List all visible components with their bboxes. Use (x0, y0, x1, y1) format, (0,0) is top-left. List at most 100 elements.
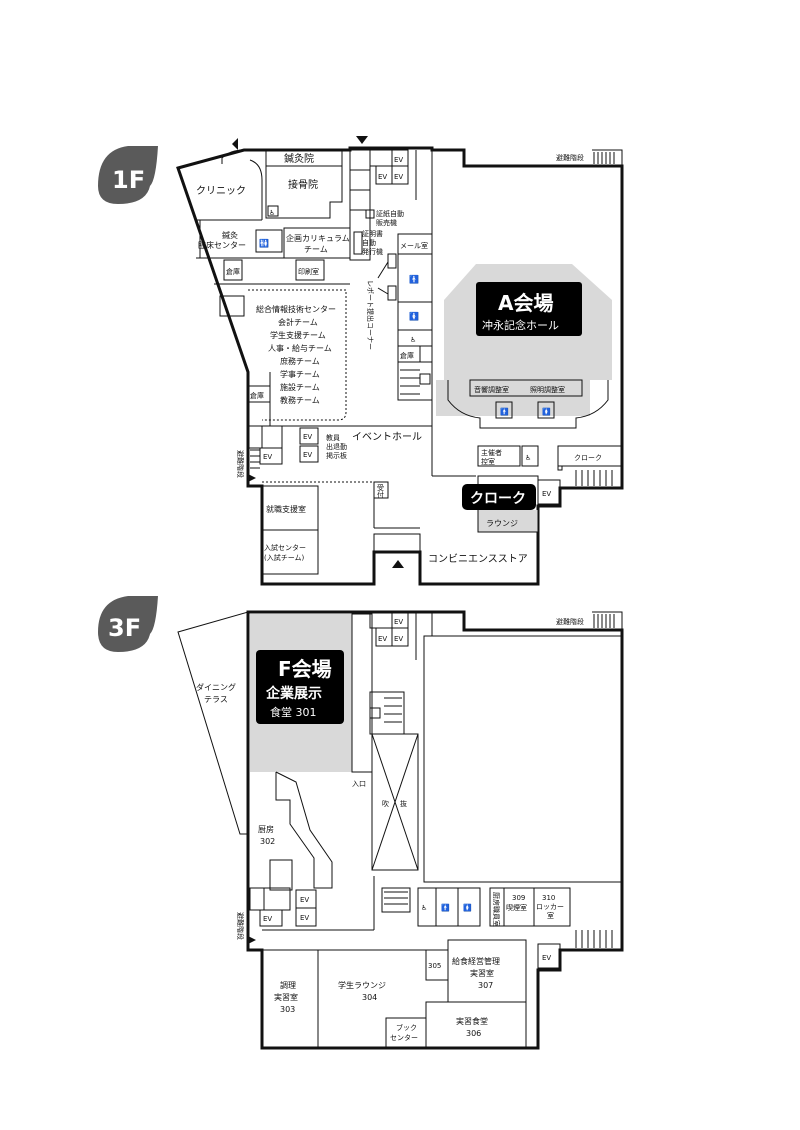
venue-f-title: F会場 (278, 657, 332, 681)
toilet-icon: 🚺 (463, 903, 472, 912)
kiosk-cert-3: 発行機 (362, 247, 383, 256)
room-event-hall: イベントホール (352, 431, 422, 443)
ev-label: EV (263, 453, 272, 461)
cloak-badge (462, 484, 536, 510)
ev-label: EV (378, 635, 387, 643)
kiosk-cert-2: 自動 (362, 238, 376, 247)
room-book-1: ブック (396, 1023, 417, 1032)
room-310-label: ロッカー (536, 903, 564, 911)
notice-board-3: 掲示板 (326, 451, 347, 460)
accessible-icon: ♿ (269, 209, 275, 217)
room-soko-1: 倉庫 (226, 267, 240, 276)
toilet-icon: 🚺 (409, 311, 419, 321)
room-chori-1: 調理 (280, 980, 296, 990)
room-shinkyu-center-1: 鍼灸 (222, 230, 238, 240)
room-nyushi-2: (入試チーム) (264, 553, 305, 562)
venue-f-badge (256, 650, 344, 724)
room-310-num: 310 (542, 894, 555, 902)
room-309-label: 喫煙室 (506, 903, 527, 912)
floor-badge-1f-label: 1F (112, 166, 145, 194)
toilet-icon: 🚹 (500, 407, 509, 416)
venue-a-title: A会場 (498, 291, 553, 315)
report-corner: レポート提出コーナー (366, 280, 375, 350)
notice-board-2: 出退勤 (326, 442, 347, 451)
ev-label: EV (303, 433, 312, 441)
floor-badge-3f-label: 3F (108, 614, 141, 642)
accessible-icon: ♿ (525, 454, 531, 462)
room-kitchen-1: 厨房 (258, 824, 274, 834)
venue-f-sub2: 食堂 301 (270, 705, 317, 719)
ev-label: EV (394, 156, 403, 164)
room-dining-1: ダイニング (196, 682, 236, 692)
floor-1f-plan: 1F 避難階段 クリニック 鍼灸院 接骨院 ♿ 鍼灸 臨床センター 🚻 企画カリ… (98, 136, 624, 586)
room-soko-2: 倉庫 (250, 391, 264, 400)
room-sogo-5: 学事チーム (280, 369, 320, 379)
toilet-icon: 🚻 (259, 238, 269, 248)
ev-label: EV (300, 914, 309, 922)
toilet-icon: 🚹 (441, 903, 450, 912)
entrance-arrow-icon (248, 474, 256, 482)
room-sogo-2: 学生支援チーム (270, 330, 326, 340)
toilet-icon: 🚹 (409, 274, 419, 284)
ev-label: EV (394, 635, 403, 643)
entrance-arrow-icon (392, 560, 404, 568)
room-jisshu-1: 実習食堂 (456, 1016, 488, 1026)
room-convenience: コンビニエンスストア (428, 553, 528, 565)
ev-group-1f-top: EV EV EV (375, 149, 409, 185)
venue-f-sub1: 企業展示 (265, 685, 322, 702)
room-cloak: クローク (574, 454, 602, 462)
room-sogo-4: 庶務チーム (280, 356, 320, 366)
room-309-num: 309 (512, 894, 525, 902)
room-kyushoku-3: 307 (478, 981, 493, 990)
room-entrance: 入口 (352, 780, 366, 788)
room-shinkyu-center-2: 臨床センター (198, 240, 246, 250)
room-kikaku-1: 企画カリキュラム (286, 233, 350, 243)
ev-label: EV (300, 896, 309, 904)
room-sogo-0: 総合情報技術センター (256, 304, 336, 314)
evac-stair-1f-top: 避難階段 (556, 153, 584, 162)
room-sekkotsu: 接骨院 (288, 178, 318, 191)
room-kyushoku-1: 給食経営管理 (452, 956, 500, 966)
entrance-arrow-icon (232, 138, 238, 150)
room-onkyo: 音響調整室 (474, 385, 509, 394)
room-nyushi-1: 入試センター (264, 543, 306, 552)
reception-2: 付 (377, 490, 384, 499)
room-kitchen-2: 302 (260, 837, 275, 846)
kiosk-stamp: 証紙自動 (376, 209, 404, 218)
room-gakusei-2: 304 (362, 993, 377, 1002)
ev-label: EV (542, 490, 551, 498)
cloak-badge-label: クローク (470, 491, 526, 507)
room-sogo-7: 教務チーム (280, 395, 320, 405)
entrance-arrow-icon (248, 936, 256, 944)
room-chori-3: 303 (280, 1005, 295, 1014)
reception-1: 受 (377, 483, 384, 492)
room-organizer-2: 控室 (481, 457, 495, 466)
ev-label: EV (394, 173, 403, 181)
room-hari: 鍼灸院 (284, 152, 314, 165)
room-lounge: ラウンジ (486, 519, 518, 528)
room-book-2: センター (390, 1033, 418, 1042)
room-jisshu-2: 306 (466, 1029, 481, 1038)
ev-label: EV (303, 451, 312, 459)
venue-a-badge (476, 282, 582, 336)
room-mail: メール室 (400, 241, 428, 250)
kiosk-stamp-2: 販売機 (376, 218, 397, 227)
ev-label: EV (542, 954, 551, 962)
void-2: 抜 (400, 799, 407, 808)
floor-badge-3f: 3F (98, 596, 158, 652)
room-sogo-6: 施設チーム (280, 382, 320, 392)
venue-a-sub: 冲永記念ホール (482, 318, 559, 332)
room-dining-2: テラス (204, 695, 228, 704)
ev-label: EV (378, 173, 387, 181)
notice-board-1: 教員 (326, 433, 340, 442)
room-sogo-3: 人事・給与チーム (268, 343, 332, 353)
room-organizer-1: 主催者 (481, 448, 502, 457)
floor-badge-1f: 1F (98, 146, 158, 204)
floor-3f-plan: 3F ダイニング テラス 避難階段 F会場 企業展示 食堂 301 EV EV … (98, 596, 624, 1050)
evac-stair-3f-top: 避難階段 (556, 617, 584, 626)
room-gakusei-1: 学生ラウンジ (338, 980, 386, 990)
kiosk-cert-1: 証明書 (362, 229, 383, 238)
room-305: 305 (428, 962, 441, 970)
room-sogo-1: 会計チーム (278, 317, 318, 327)
